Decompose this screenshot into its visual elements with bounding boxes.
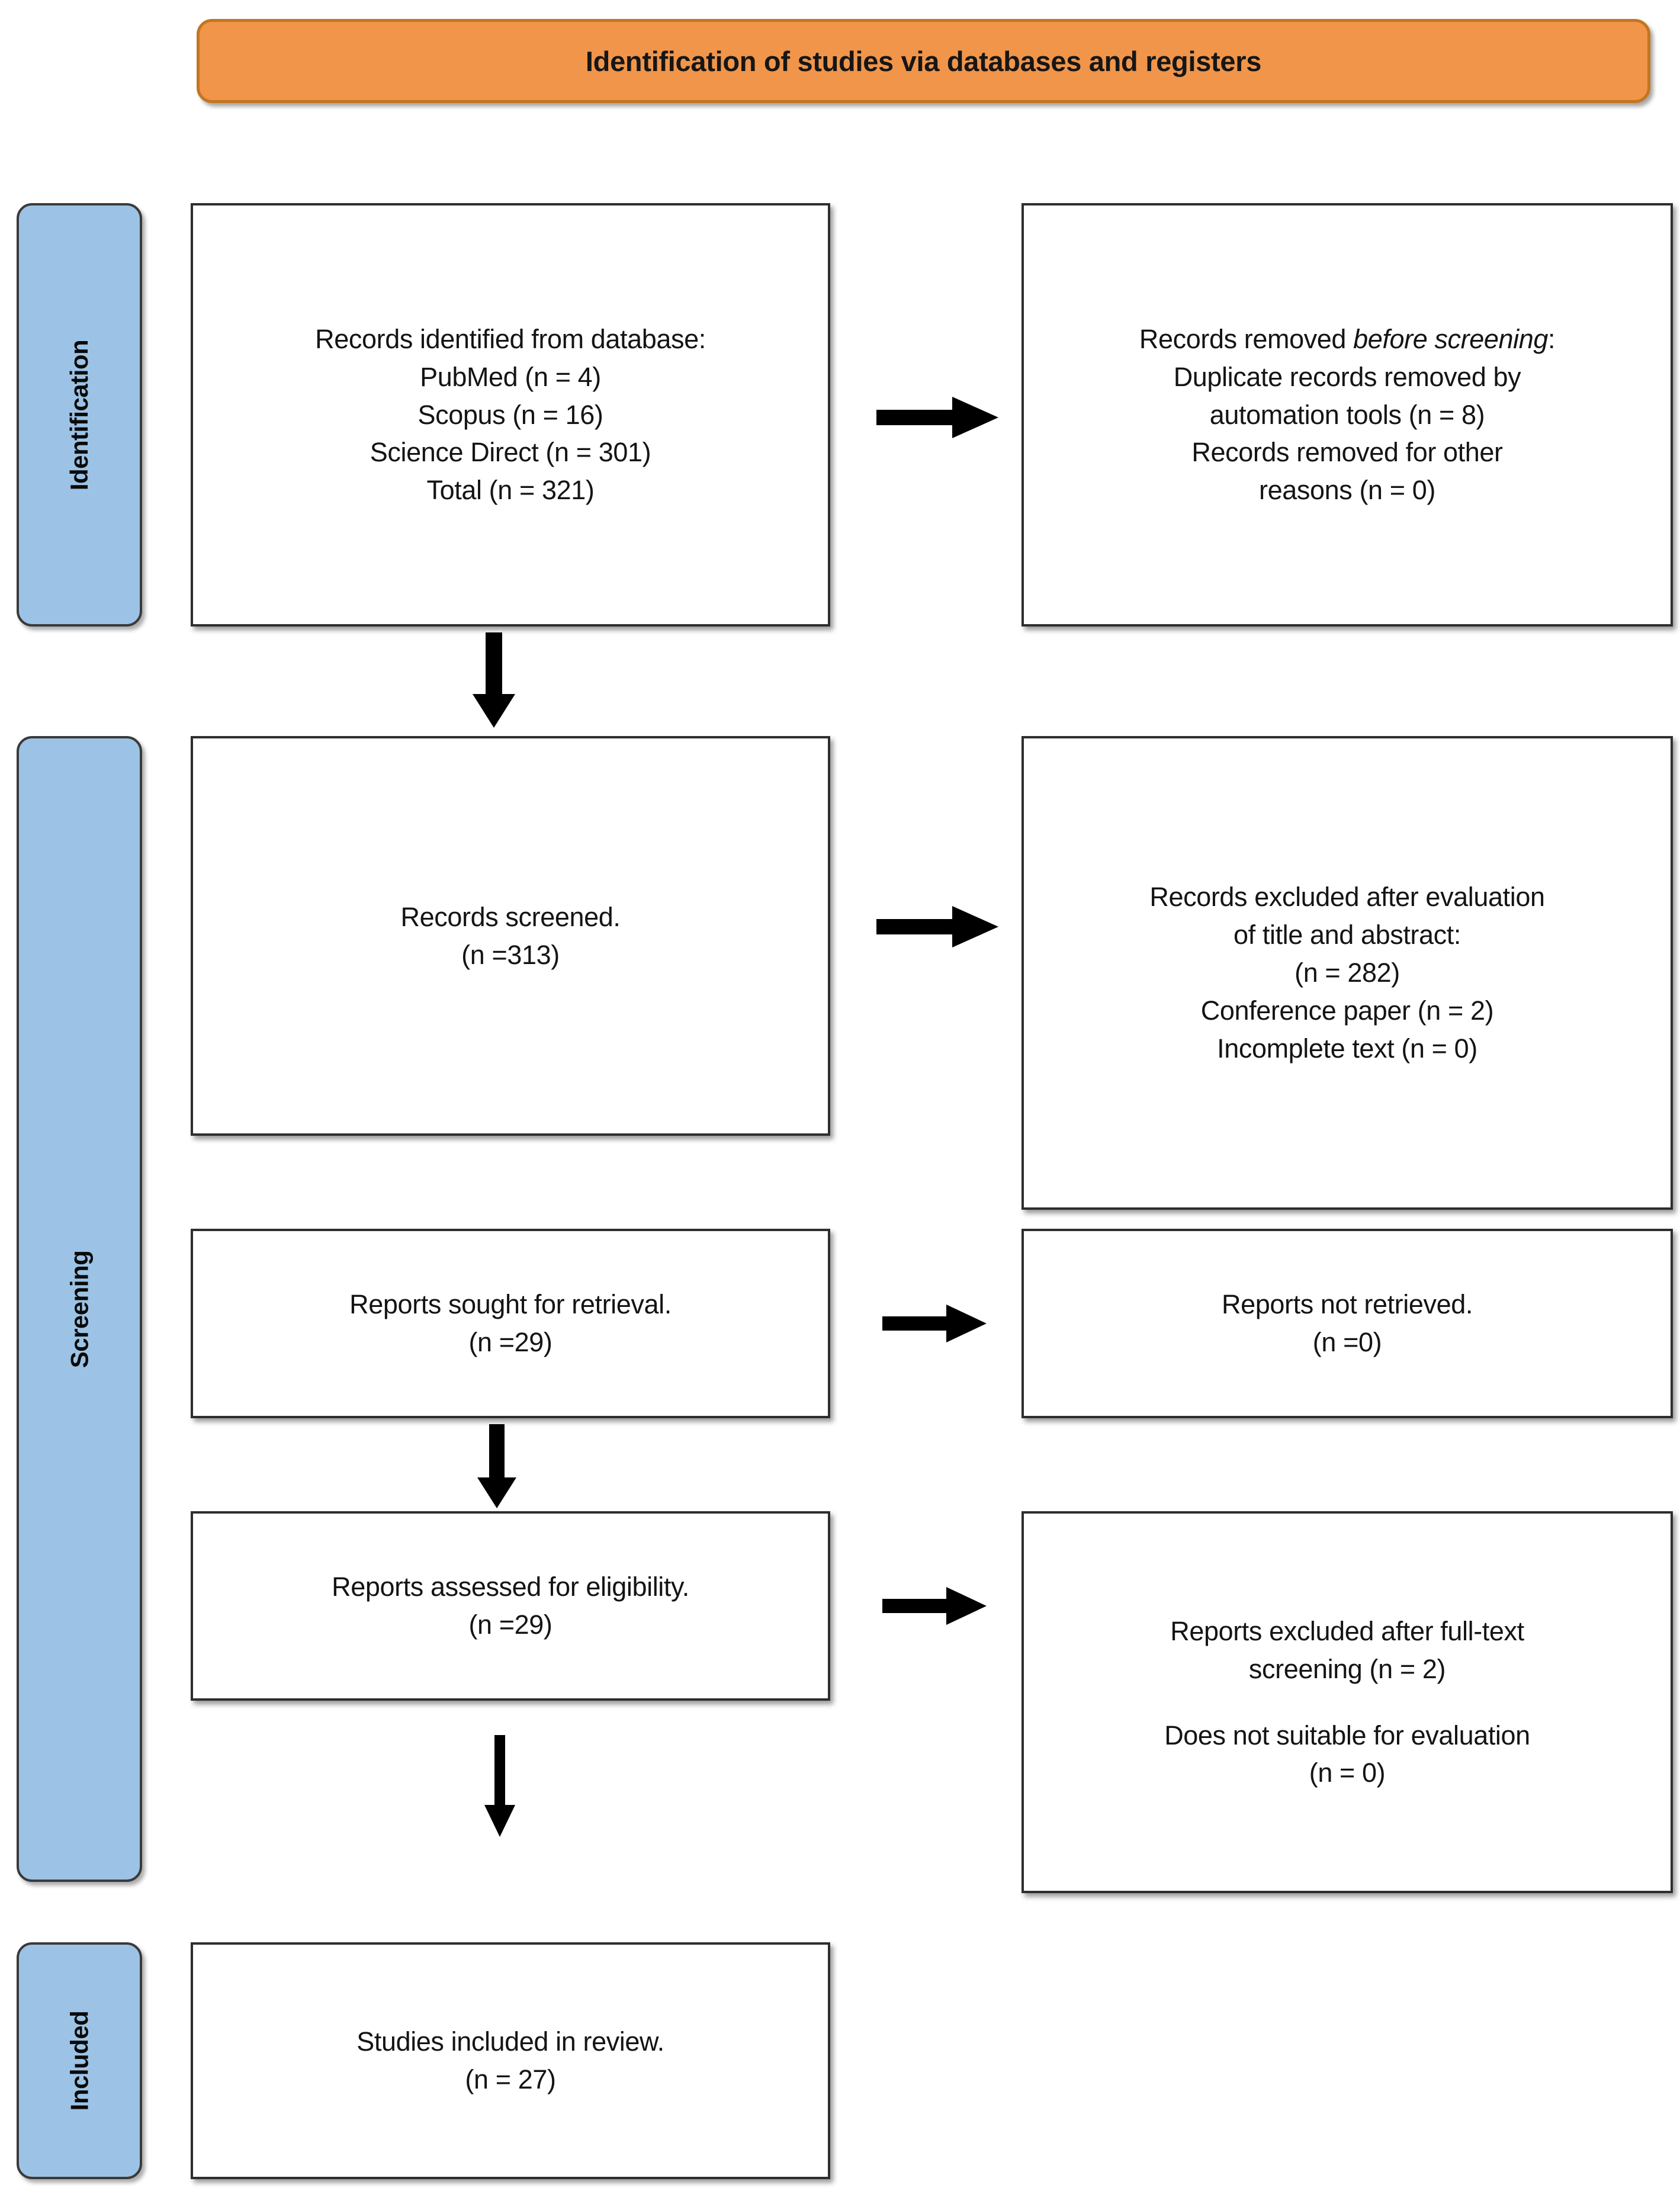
line: (n = 282) xyxy=(1294,958,1400,988)
line: screening (n = 2) xyxy=(1248,1653,1446,1684)
box-records-identified: Records identified from database: PubMed… xyxy=(191,203,830,627)
box-records-screened-text: Records screened. (n =313) xyxy=(401,898,621,974)
line: Records removed for other xyxy=(1191,437,1503,468)
box-records-screened: Records screened. (n =313) xyxy=(191,736,830,1136)
stage-bar-identification: Identification xyxy=(17,203,142,627)
line: Conference paper (n = 2) xyxy=(1200,995,1494,1026)
paragraph-spacer xyxy=(1164,1688,1530,1717)
arrow-down-icon-assessed-to-included xyxy=(480,1735,521,1839)
line: Does not suitable for evaluation xyxy=(1164,1720,1530,1750)
box-reports-sought-for-retrieval: Reports sought for retrieval. (n =29) xyxy=(191,1229,830,1418)
stage-label-identification: Identification xyxy=(65,339,93,490)
arrow-right-icon-identified-to-removed xyxy=(876,391,1001,444)
arrow-right-icon-screened-to-excluded xyxy=(876,900,1001,953)
stage-bar-included: Included xyxy=(17,1942,142,2179)
box-studies-included-in-review: Studies included in review. (n = 27) xyxy=(191,1942,830,2179)
box-reports-not-retrieved: Reports not retrieved. (n =0) xyxy=(1022,1229,1673,1418)
arrow-down-icon-sought-to-assessed xyxy=(474,1424,521,1510)
line: Science Direct (n = 301) xyxy=(370,437,651,468)
line: Duplicate records removed by xyxy=(1173,361,1521,392)
line: Reports not retrieved. xyxy=(1222,1289,1473,1320)
stage-bar-screening: Screening xyxy=(17,736,142,1882)
line: (n =29) xyxy=(468,1610,552,1640)
box-studies-included-text: Studies included in review. (n = 27) xyxy=(356,2023,664,2099)
box-records-excluded-text: Records excluded after evaluation of tit… xyxy=(1149,878,1545,1067)
line: Records screened. xyxy=(400,901,621,932)
box-reports-excluded-full-text: Reports excluded after full-text screeni… xyxy=(1022,1511,1673,1893)
line: Total (n = 321) xyxy=(426,475,595,506)
diagram-header-banner: Identification of studies via databases … xyxy=(197,19,1650,103)
box-records-identified-text: Records identified from database: PubMed… xyxy=(315,320,706,509)
diagram-title: Identification of studies via databases … xyxy=(585,45,1262,77)
line: Incomplete text (n = 0) xyxy=(1217,1033,1477,1064)
line-with-italic: Records removed before screening: xyxy=(1139,320,1556,358)
stage-label-included: Included xyxy=(65,2010,93,2111)
arrow-down-icon-identified-to-screened xyxy=(468,632,521,730)
line: (n = 0) xyxy=(1309,1758,1386,1788)
line: PubMed (n = 4) xyxy=(420,361,601,392)
box-reports-not-retrieved-text: Reports not retrieved. (n =0) xyxy=(1222,1286,1473,1361)
line: Records excluded after evaluation xyxy=(1149,882,1545,913)
box-reports-sought-text: Reports sought for retrieval. (n =29) xyxy=(349,1286,672,1361)
line: Reports sought for retrieval. xyxy=(349,1289,672,1320)
line: Scopus (n = 16) xyxy=(417,399,603,430)
line: (n = 27) xyxy=(465,2064,556,2094)
box-reports-assessed-text: Reports assessed for eligibility. (n =29… xyxy=(332,1568,689,1644)
line: Studies included in review. xyxy=(356,2026,664,2057)
line: (n =29) xyxy=(468,1327,552,1357)
line: reasons (n = 0) xyxy=(1259,475,1435,506)
line: (n =0) xyxy=(1312,1327,1382,1357)
line: Records identified from database: xyxy=(315,323,706,354)
line: Reports excluded after full-text xyxy=(1170,1615,1524,1646)
arrow-right-icon-sought-to-not-retrieved xyxy=(882,1300,989,1347)
box-records-excluded: Records excluded after evaluation of tit… xyxy=(1022,736,1673,1210)
box-reports-assessed-for-eligibility: Reports assessed for eligibility. (n =29… xyxy=(191,1511,830,1701)
line-tail: : xyxy=(1547,323,1556,354)
box-reports-excluded-full-text-text: Reports excluded after full-text screeni… xyxy=(1164,1612,1530,1792)
box-records-removed-text: Records removed before screening: Duplic… xyxy=(1139,320,1556,509)
line-lead: Records removed xyxy=(1139,323,1354,354)
line-italic: before screening xyxy=(1353,323,1548,354)
line: of title and abstract: xyxy=(1234,920,1461,950)
line: Reports assessed for eligibility. xyxy=(332,1572,689,1602)
line: automation tools (n = 8) xyxy=(1209,399,1485,430)
box-records-removed-before-screening: Records removed before screening: Duplic… xyxy=(1022,203,1673,627)
stage-label-screening: Screening xyxy=(65,1250,93,1368)
line: (n =313) xyxy=(461,939,560,970)
arrow-right-icon-assessed-to-full-text-excluded xyxy=(882,1582,989,1630)
